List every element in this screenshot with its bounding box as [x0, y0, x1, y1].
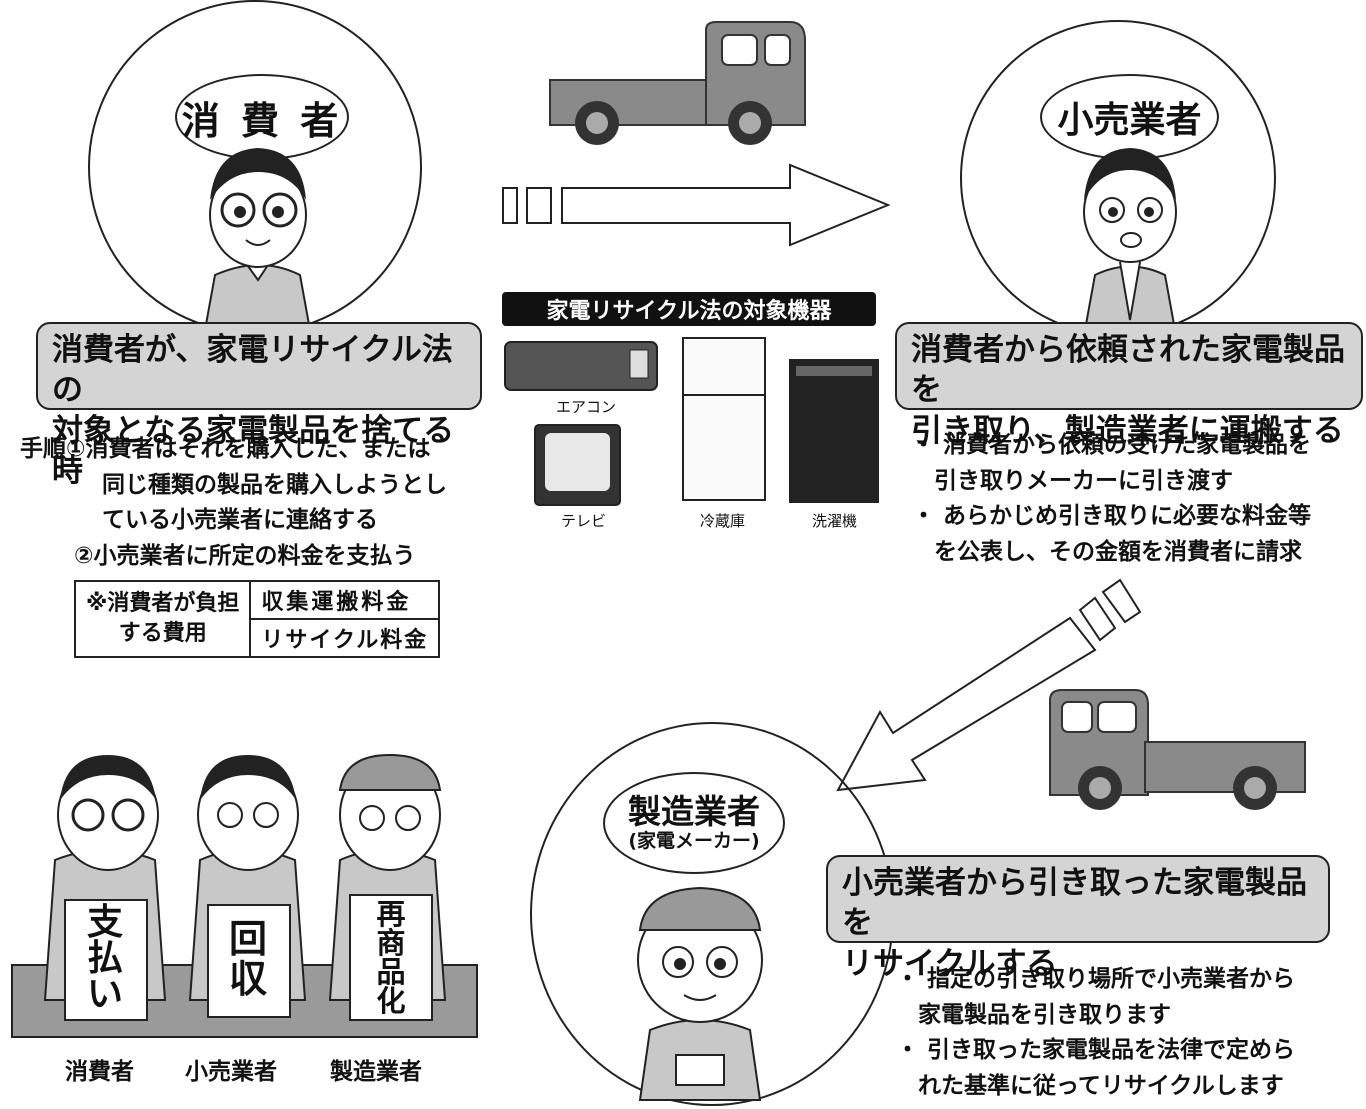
manufacturer-caption-line1: 小売業者から引き取った家電製品を — [842, 865, 1307, 942]
retailer-bullet-2: あらかじめ引き取りに必要な料金等 を公表し、その金額を消費者に請求 — [912, 499, 1362, 570]
retailer-bullet-1-line2: 引き取りメーカーに引き渡す — [934, 467, 1233, 494]
step2: ②小売業者に所定の料金を支払う — [74, 542, 416, 569]
label-washer: 洗濯機 — [812, 512, 858, 530]
label-tv: テレビ — [561, 512, 607, 530]
sign-recommercialize: 再商品化 — [376, 897, 406, 1018]
sign-collection: 回収 — [228, 917, 267, 1001]
retailer-bullets: 消費者から依頼の受けた家電製品を 引き取りメーカーに引き渡す あらかじめ引き取り… — [912, 428, 1362, 571]
step1-line3: ている小売業者に連絡する — [102, 507, 378, 534]
cost-item-recycle: リサイクル料金 — [249, 618, 441, 658]
label-aircon: エアコン — [556, 398, 617, 416]
label-fridge: 冷蔵庫 — [700, 512, 746, 530]
group-label-retailer: 小売業者 — [185, 1059, 277, 1085]
sign-payment: 支払い — [86, 902, 123, 1015]
manufacturer-bubble-text: 製造業者 — [628, 792, 760, 832]
consumer-steps: 手順①消費者はそれを購入した、または 同じ種類の製品を購入しようとし ている小売… — [20, 432, 510, 575]
group-label-consumer: 消費者 — [65, 1059, 134, 1085]
manufacturer-bullets: 指定の引き取り場所で小売業者から 家電製品を引き取ります 引き取った家電製品を法… — [896, 962, 1356, 1105]
consumer-caption-line2: 対象となる家電製品を捨てる時 — [52, 412, 455, 489]
retailer-bubble-text: 小売業者 — [1057, 100, 1202, 141]
cost-item-collection: 収集運搬料金 — [249, 580, 441, 620]
step1-line2: 同じ種類の製品を購入しようとし — [102, 471, 447, 498]
manufacturer-bullet-2-line2: れた基準に従ってリサイクルします — [918, 1072, 1284, 1099]
manufacturer-bubble-sub: (家電メーカー) — [628, 829, 760, 852]
consumer-bubble-text: 消 費 者 — [181, 98, 343, 143]
cost-label-line1: ※消費者が負担 — [86, 591, 240, 617]
retailer-bullet-2-line1: あらかじめ引き取りに必要な料金等 — [943, 503, 1312, 530]
washer-icon — [789, 359, 879, 503]
retailer-bullet-1: 消費者から依頼の受けた家電製品を 引き取りメーカーに引き渡す — [912, 428, 1362, 499]
manufacturer-caption: 小売業者から引き取った家電製品を リサイクルする — [826, 855, 1330, 982]
manufacturer-bullet-1-line2: 家電製品を引き取ります — [918, 1001, 1171, 1028]
consumer-cost-table: ※消費者が負担 する費用 収集運搬料金 リサイクル料金 — [73, 580, 441, 658]
retailer-bullet-1-line1: 消費者から依頼の受けた家電製品を — [943, 432, 1312, 458]
manufacturer-bullet-2: 引き取った家電製品を法律で定めら れた基準に従ってリサイクルします — [896, 1033, 1356, 1104]
manufacturer-bullet-1-line1: 指定の引き取り場所で小売業者から — [927, 966, 1296, 992]
retailer-bubble: 小売業者 — [1040, 74, 1219, 160]
manufacturer-bullet-2-line1: 引き取った家電製品を法律で定めら — [927, 1037, 1296, 1064]
manufacturer-bubble: 製造業者 (家電メーカー) — [603, 772, 785, 874]
fridge-icon — [682, 337, 766, 501]
group-label-manufacturer: 製造業者 — [330, 1059, 422, 1085]
retailer-bullet-2-line2: を公表し、その金額を消費者に請求 — [934, 538, 1302, 565]
aircon-icon — [504, 341, 658, 391]
manufacturer-bullet-1: 指定の引き取り場所で小売業者から 家電製品を引き取ります — [896, 962, 1356, 1033]
retailer-caption-line1: 消費者から依頼された家電製品を — [911, 332, 1345, 409]
cost-label: ※消費者が負担 する費用 — [73, 580, 252, 658]
step1-line1: 手順①消費者はそれを購入した、または — [20, 436, 431, 462]
consumer-caption-line1: 消費者が、家電リサイクル法の — [52, 332, 453, 409]
appliances-header: 家電リサイクル法の対象機器 — [502, 292, 876, 326]
appliances-header-text: 家電リサイクル法の対象機器 — [546, 299, 832, 324]
consumer-caption: 消費者が、家電リサイクル法の 対象となる家電製品を捨てる時 — [36, 322, 482, 489]
cost-label-line2: する費用 — [118, 621, 207, 646]
